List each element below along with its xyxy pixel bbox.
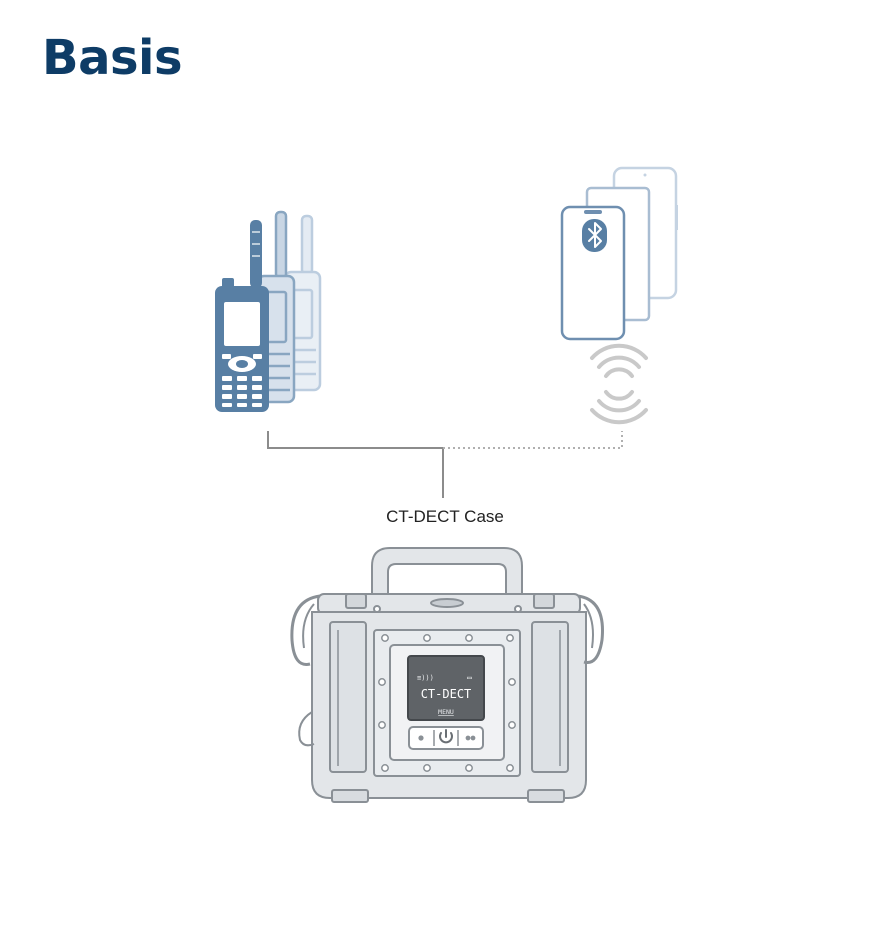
- tetra-radio-handsets-icon: [215, 210, 322, 412]
- connector-lines: [267, 431, 623, 498]
- smartphones-icon: [560, 166, 678, 341]
- connector-radios: [267, 431, 443, 449]
- bluetooth-icon: [582, 219, 607, 252]
- case-screen-menu-text: MENU: [438, 708, 454, 716]
- power-icon: [439, 729, 453, 744]
- radio-front-icon: [215, 220, 269, 412]
- case-display: [407, 655, 485, 721]
- case-screen-status-left: ≡))): [417, 674, 434, 682]
- case-label: CT-DECT Case: [386, 507, 504, 526]
- wireless-signal-icon: [590, 343, 648, 425]
- page-title: Basis: [42, 30, 183, 86]
- case-screen-status-right: ▭: [467, 673, 472, 682]
- phone-front-icon: [560, 205, 626, 341]
- connector-wireless-dotted: [443, 431, 623, 449]
- ct-dect-case-icon: [290, 547, 604, 803]
- case-screen-main-text: CT-DECT: [421, 687, 472, 701]
